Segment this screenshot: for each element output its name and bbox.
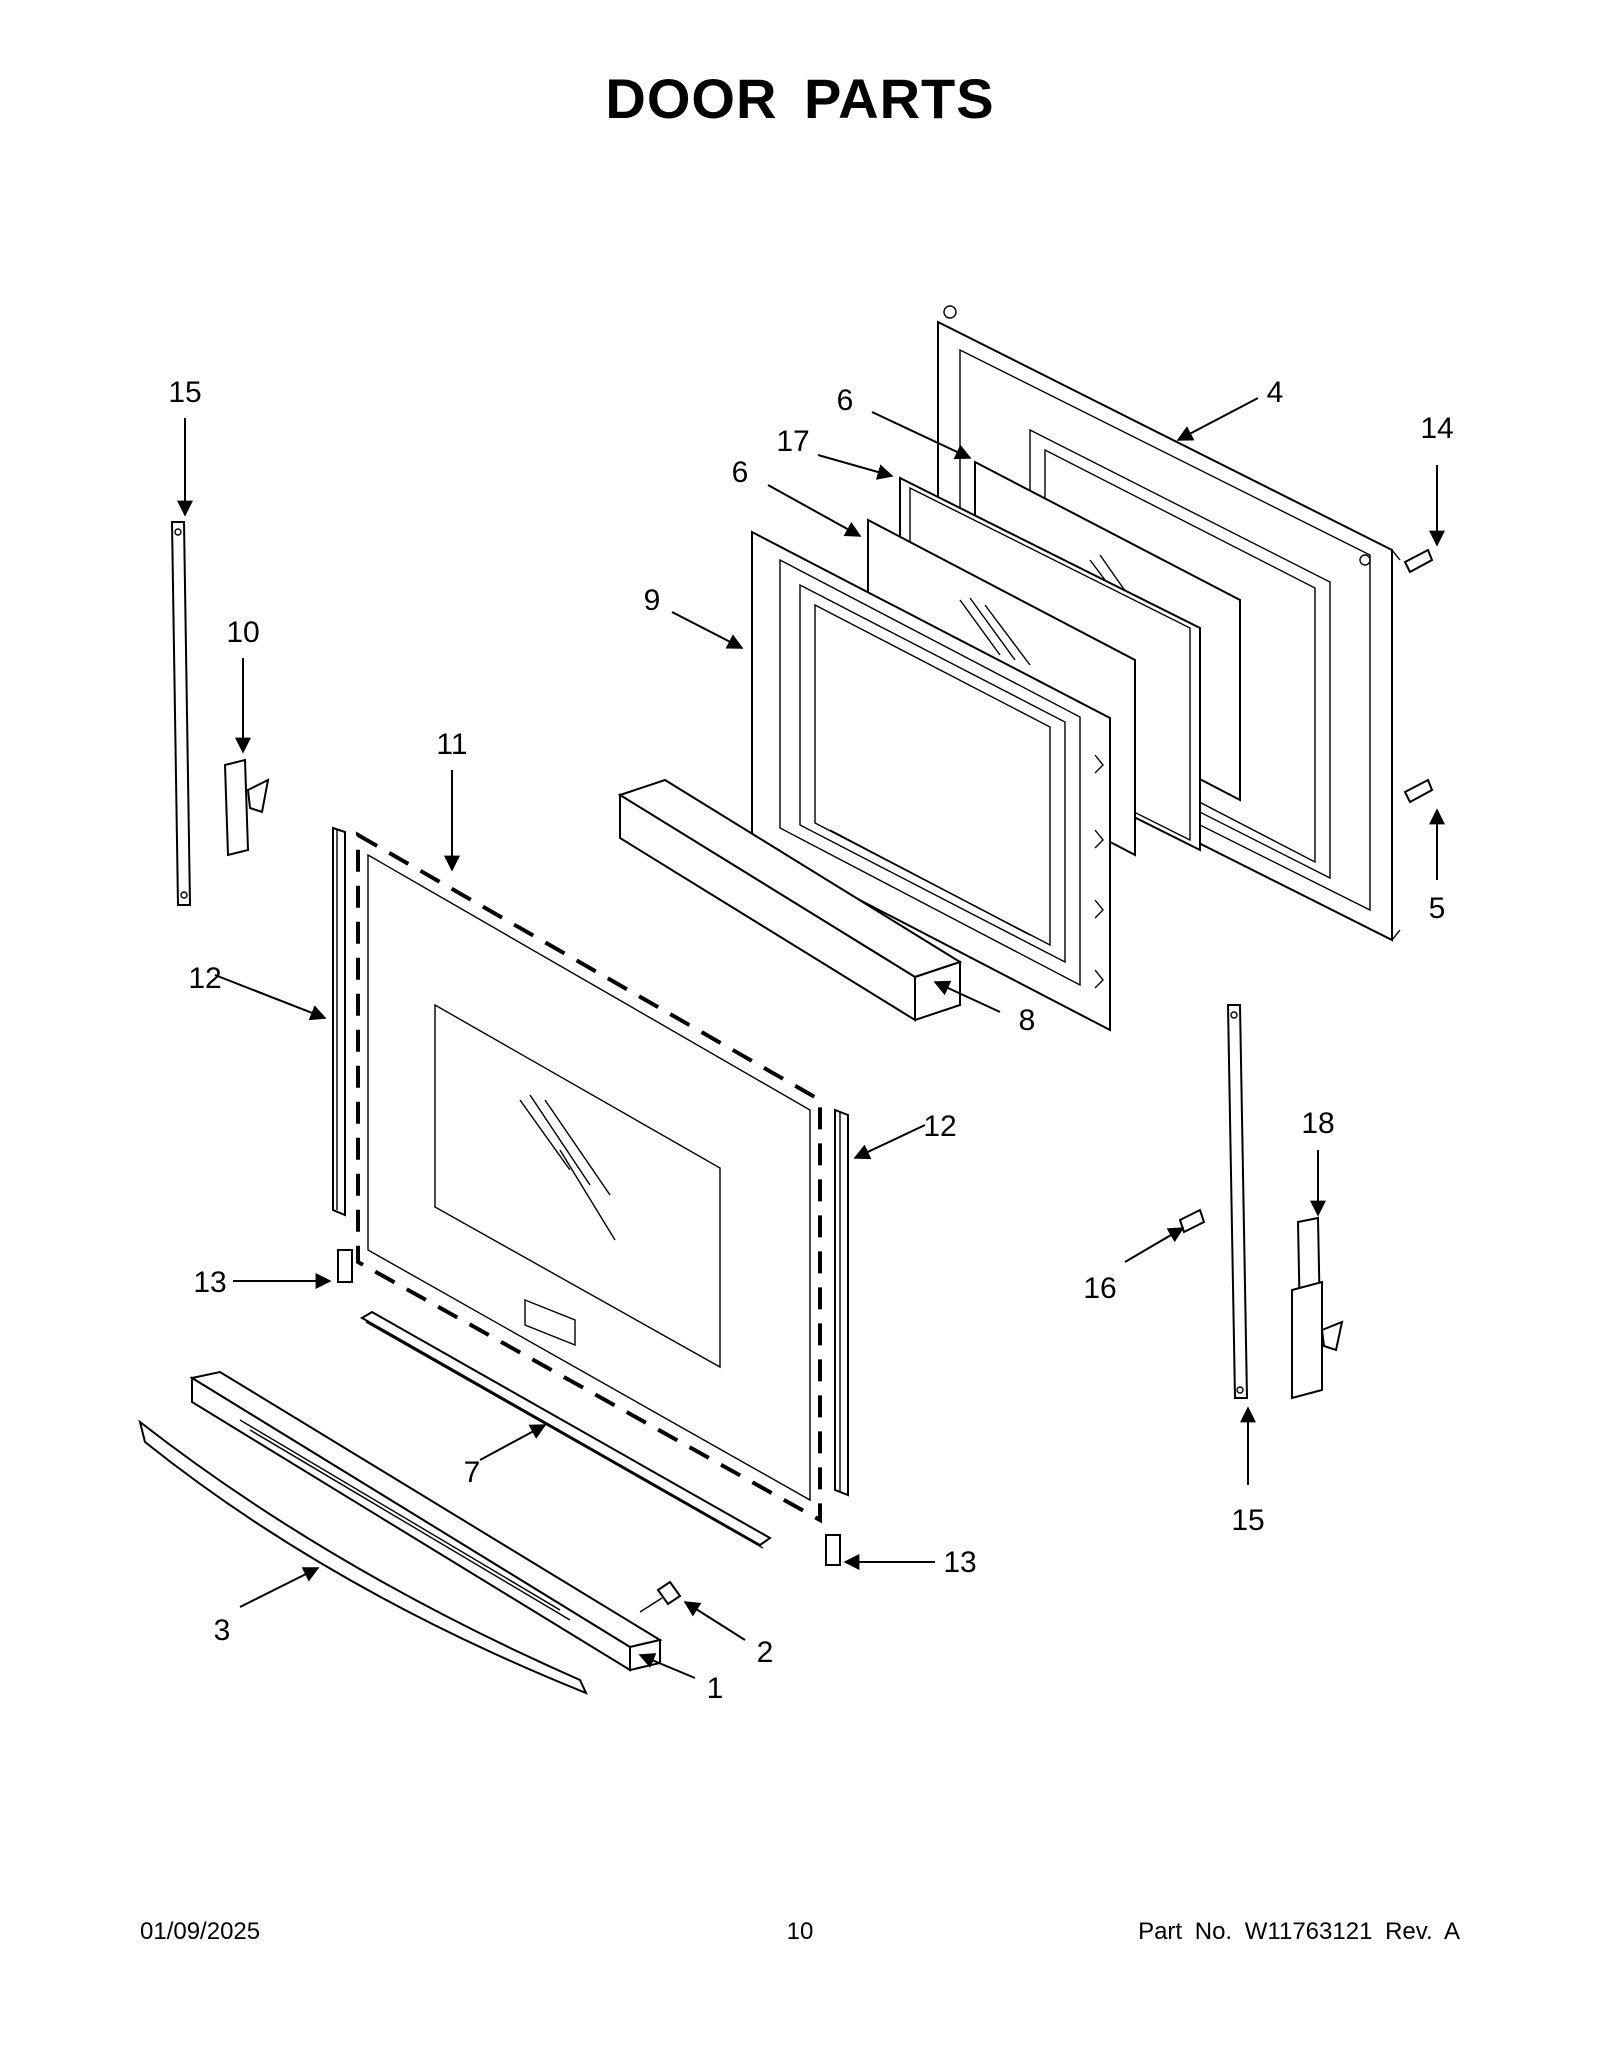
callout-12-right: 12 <box>923 1110 956 1143</box>
part-11-outer-glass-assembly <box>356 831 822 1524</box>
part-15-right-hinge-rail <box>1226 1004 1249 1399</box>
part-12-right-side-trim <box>834 1108 849 1497</box>
callout-leaders <box>177 397 1445 1679</box>
part-13-screw-right <box>825 1534 841 1566</box>
callout-13-right: 13 <box>943 1546 976 1579</box>
footer-date: 01/09/2025 <box>140 1918 261 1945</box>
part-12-left-side-trim <box>332 826 346 1217</box>
callout-5: 5 <box>1429 892 1446 925</box>
part-7-vent-channel <box>360 1310 772 1549</box>
callout-9: 9 <box>644 584 661 617</box>
footer-part-number: Part No. W11763121 Rev. A <box>1138 1918 1460 1945</box>
callout-13-left: 13 <box>193 1266 226 1299</box>
callout-15-left: 15 <box>168 376 201 409</box>
part-2-screw <box>639 1580 682 1613</box>
callout-14: 14 <box>1420 412 1453 445</box>
callout-labels: 15 10 11 12 12 13 13 7 3 2 1 4 6 17 6 9 … <box>168 376 1453 1705</box>
callout-7: 7 <box>464 1456 481 1489</box>
callout-8: 8 <box>1019 1004 1036 1037</box>
callout-16: 16 <box>1083 1272 1116 1305</box>
callout-6-upper: 6 <box>837 384 854 417</box>
part-8-insulation <box>617 778 963 1022</box>
part-15-left-hinge-rail <box>170 521 192 906</box>
part-18-right-hinge <box>1291 1216 1344 1400</box>
part-1-vent-trim <box>189 1370 663 1672</box>
callout-17: 17 <box>776 425 809 458</box>
part-14-screw <box>1403 548 1434 574</box>
page-title: DOOR PARTS <box>605 67 995 130</box>
footer-page-number: 10 <box>786 1918 814 1945</box>
callout-15-right: 15 <box>1231 1504 1264 1537</box>
callout-4: 4 <box>1267 376 1284 409</box>
part-9-inner-door-liner <box>751 530 1111 1032</box>
callout-6-lower: 6 <box>732 456 749 489</box>
callout-18: 18 <box>1301 1107 1334 1140</box>
callout-11: 11 <box>436 728 467 761</box>
callout-3: 3 <box>214 1614 231 1647</box>
part-16-screw <box>1178 1208 1206 1234</box>
callout-1: 1 <box>707 1672 724 1705</box>
part-10-left-hinge <box>223 758 270 857</box>
callout-12-left: 12 <box>188 962 221 995</box>
part-13-screw-left <box>337 1249 353 1283</box>
part-3-door-handle <box>138 1419 588 1695</box>
callout-2: 2 <box>757 1636 774 1669</box>
callout-10: 10 <box>226 616 259 649</box>
part-5-screw <box>1403 778 1434 804</box>
